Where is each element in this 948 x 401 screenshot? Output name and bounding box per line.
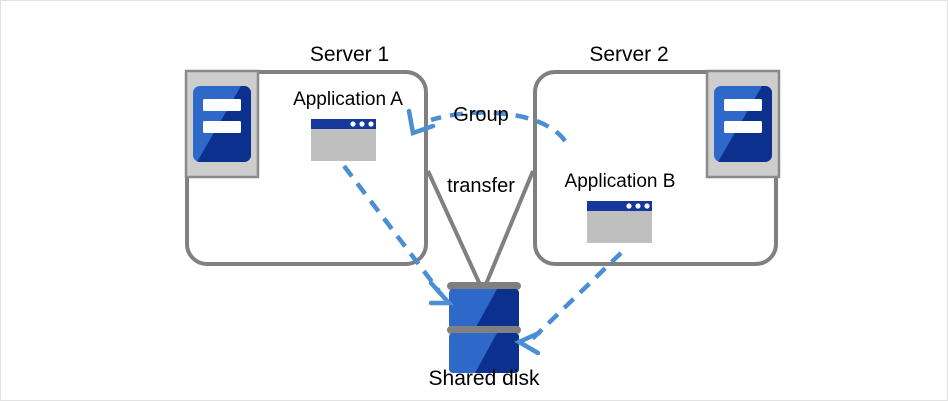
group-transfer-arrow-head: [406, 108, 436, 136]
group-transfer-label-line-1: Group: [453, 104, 509, 127]
application-a-to-disk-arrow: [342, 164, 455, 306]
app-b-to-disk-arrow-head: [514, 330, 542, 356]
disk-bar-top: [447, 282, 521, 290]
application-window-icon-b[interactable]: [587, 201, 652, 243]
application-b-to-disk-arrow: [514, 251, 623, 356]
application-b-label: Application B: [564, 171, 676, 192]
application-a-label: Application A: [293, 89, 403, 110]
server-icon-slot-bottom-2: [724, 121, 762, 133]
app-a-window-dot-1: [350, 121, 356, 127]
disk-bar-middle: [447, 326, 521, 334]
server-2-label: Server 2: [589, 43, 669, 66]
shared-disk-label: Shared disk: [428, 367, 540, 390]
group-transfer-label-line-2: transfer: [447, 174, 515, 197]
connector-server-2-to-disk: [482, 170, 535, 290]
app-b-window-titlebar: [587, 201, 652, 211]
group-transfer-arrow-path: [430, 110, 567, 143]
server-icon-slot-top-1: [203, 99, 241, 111]
application-window-icon-a[interactable]: [311, 119, 376, 161]
server-icon-slot-bottom-1: [203, 121, 241, 133]
server-icon-slot-top-2: [724, 99, 762, 111]
app-a-window-dot-2: [359, 121, 365, 127]
disk-platter-bottom-dark: [475, 333, 519, 373]
disk-platter-top-dark: [475, 289, 519, 329]
app-a-to-disk-path: [342, 164, 441, 293]
app-b-window-dot-1: [626, 203, 632, 209]
server-tower-icon-1: [184, 69, 260, 179]
server-tower-icon-2: [705, 69, 781, 179]
disk-stack-icon[interactable]: [447, 282, 521, 373]
app-b-window-dot-3: [644, 203, 650, 209]
app-a-window-dot-3: [368, 121, 374, 127]
app-b-to-disk-path: [526, 251, 623, 345]
app-a-window-titlebar: [311, 119, 376, 129]
connector-server-1-to-disk: [426, 170, 484, 290]
server-1-label: Server 1: [309, 43, 390, 66]
group-transfer-arrow: [406, 108, 567, 143]
group-transfer-label: Group transfer: [417, 57, 545, 246]
app-a-to-disk-arrow-head: [428, 280, 455, 306]
app-b-window-dot-2: [635, 203, 641, 209]
server-disk-connectors: [426, 170, 535, 290]
